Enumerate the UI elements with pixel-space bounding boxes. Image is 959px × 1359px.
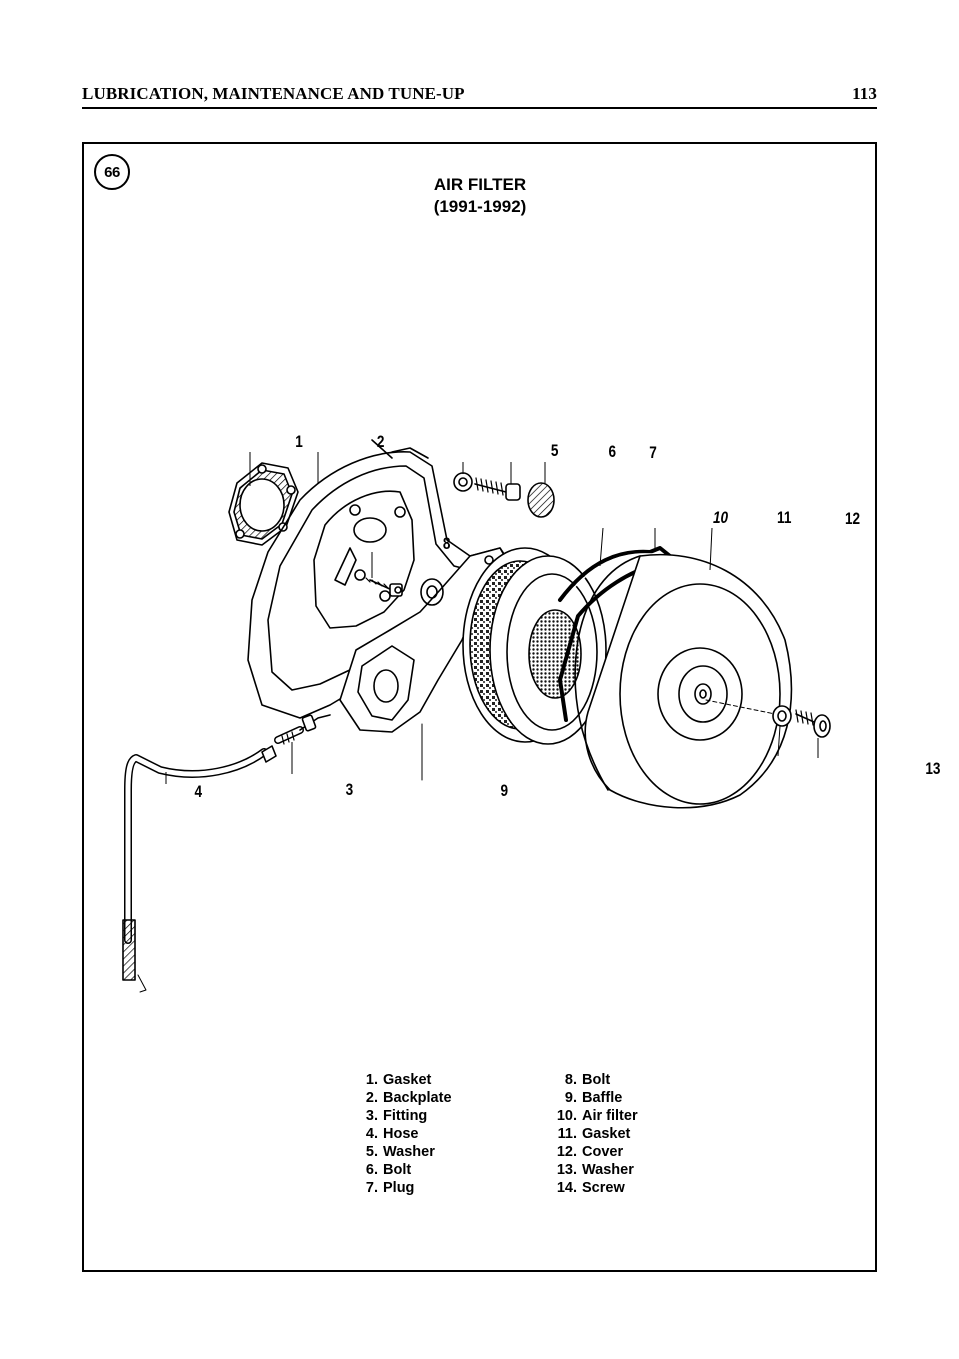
gasket-1-part [228, 462, 299, 546]
legend-item-label: Washer [383, 1144, 435, 1160]
legend-item: 2. Backplate [356, 1089, 452, 1107]
legend-item-number: 10. [556, 1108, 577, 1124]
legend-item: 6. Bolt [356, 1161, 452, 1179]
legend-item-label: Bolt [582, 1072, 611, 1088]
fitting-3-part [274, 714, 331, 745]
screw-14-part [795, 709, 831, 738]
legend-item-number: 6. [365, 1162, 378, 1178]
callout-12: 12 [845, 510, 860, 529]
legend-item: 1. Gasket [356, 1071, 452, 1089]
legend-item-label: Air filter [582, 1108, 638, 1124]
legend-item: 8. Bolt [551, 1071, 638, 1089]
header-rule [82, 107, 877, 109]
legend-item-number: 12. [556, 1144, 577, 1160]
callout-4: 4 [194, 783, 202, 802]
legend-item-label: Gasket [582, 1126, 631, 1142]
legend-item-number: 13. [556, 1162, 577, 1178]
legend-item-number: 2. [365, 1090, 378, 1106]
figure-title: AIR FILTER (1991-1992) [380, 174, 580, 218]
legend-item: 9. Baffle [551, 1089, 638, 1107]
bolt-6-part [474, 477, 521, 501]
parts-legend-left: 1. Gasket 2. Backplate 3. Fitting 4. Hose 5.… [356, 1071, 452, 1197]
legend-item-label: Bolt [383, 1162, 412, 1178]
legend-item-number: 3. [365, 1108, 378, 1124]
washer-5-part [453, 472, 473, 492]
callout-7: 7 [649, 444, 657, 463]
callout-13: 13 [925, 760, 940, 779]
legend-item-label: Plug [383, 1180, 415, 1196]
legend-item-label: Screw [582, 1180, 625, 1196]
washer-13-part [772, 705, 792, 727]
air-filter-10-part [462, 547, 607, 745]
legend-item-number: 7. [365, 1180, 378, 1196]
baffle-9-part [339, 547, 509, 781]
legend-item: 12. Cover [551, 1143, 638, 1161]
legend-item-number: 9. [564, 1090, 577, 1106]
parts-legend-right: 8.Bolt 9.Baffle 10.Air filter 11.Gasket … [551, 1071, 638, 1197]
callout-6: 6 [608, 443, 616, 462]
legend-item-number: 1. [365, 1072, 378, 1088]
section-title: LUBRICATION, MAINTENANCE AND TUNE-UP [82, 84, 465, 103]
legend-item-number: 5. [365, 1144, 378, 1160]
legend-item: 10. Air filter [551, 1107, 638, 1125]
legend-item-label: Cover [582, 1144, 624, 1160]
callout-9: 9 [500, 782, 508, 801]
callout-10: 10 [713, 509, 729, 528]
hose-4-part [122, 745, 277, 993]
legend-item-number: 11. [557, 1126, 577, 1142]
legend-item: 5. Washer [356, 1143, 452, 1161]
legend-item-label: Fitting [383, 1108, 428, 1124]
page-number: 113 [852, 84, 877, 103]
legend-item: 11. Gasket [551, 1125, 638, 1143]
legend-item: 3. Fitting [356, 1107, 452, 1125]
legend-item-label: Baffle [582, 1090, 623, 1106]
legend-item-number: 8. [564, 1072, 577, 1088]
figure-title-line1: AIR FILTER [433, 175, 527, 194]
legend-item: 14. Screw [551, 1179, 638, 1197]
legend-item-label: Backplate [383, 1090, 452, 1106]
callout-numbers: 1 2 3 4 5 6 7 8 9 10 11 12 13 14 [194, 433, 940, 802]
callout-8: 8 [443, 535, 451, 554]
legend-item: 13. Washer [551, 1161, 638, 1179]
callout-2: 2 [377, 433, 385, 452]
plug-7-part [527, 482, 555, 518]
callout-1: 1 [295, 433, 303, 452]
callout-5: 5 [551, 442, 559, 461]
running-head: LUBRICATION, MAINTENANCE AND TUNE-UP 113 [82, 82, 877, 108]
leader-lines [165, 452, 819, 784]
legend-item-label: Washer [582, 1162, 634, 1178]
figure-frame [82, 142, 877, 1272]
callout-3: 3 [346, 781, 354, 800]
legend-item: 4. Hose [356, 1125, 452, 1143]
cover-12-part [574, 553, 793, 809]
bolt-8-part [365, 577, 403, 597]
figure-title-line2: (1991-1992) [433, 197, 527, 216]
callout-11: 11 [777, 509, 792, 528]
legend-item-label: Gasket [383, 1072, 432, 1088]
legend-item-label: Hose [383, 1126, 419, 1142]
figure-number-badge: 66 [94, 154, 130, 190]
legend-item: 7. Plug [356, 1179, 452, 1197]
legend-item-number: 14. [556, 1180, 577, 1196]
legend-item-number: 4. [365, 1126, 378, 1142]
